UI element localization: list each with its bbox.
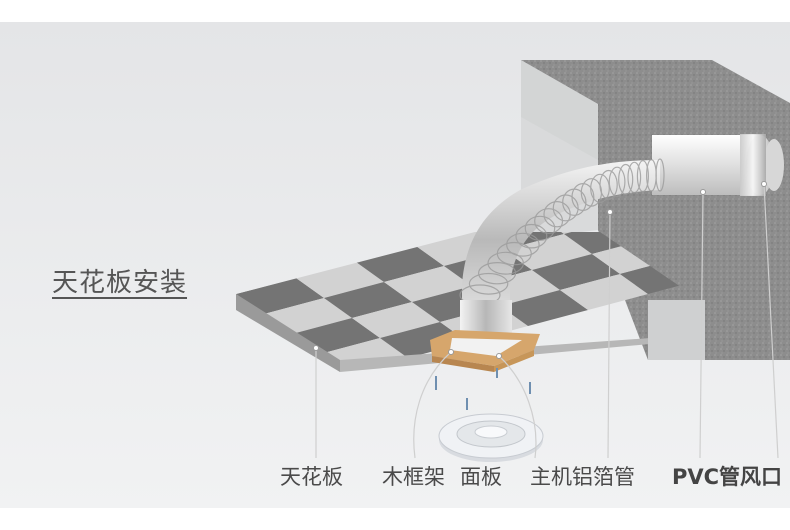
leader-lines	[315, 183, 779, 459]
duct-rib	[478, 262, 517, 285]
wall-side	[648, 300, 705, 360]
ceiling-tile	[264, 298, 352, 334]
ceiling-tile	[352, 302, 440, 338]
aluminum-duct	[459, 158, 665, 336]
ceiling-tile	[296, 262, 384, 298]
label-panel: 面板	[460, 465, 502, 489]
ceiling-tile	[560, 274, 648, 310]
diagram-title: 天花板安装	[52, 268, 188, 298]
ceiling-tile	[356, 246, 444, 282]
duct-rib	[543, 200, 571, 228]
label-aluminum-duct: 主机铝箔管	[530, 465, 635, 489]
ceiling-tile	[324, 282, 412, 318]
duct-rib	[524, 215, 556, 241]
screws	[435, 368, 531, 410]
duct-rib	[534, 208, 564, 234]
vent-panel	[438, 413, 544, 462]
ceiling-tile	[500, 290, 588, 326]
wood-frame	[430, 330, 540, 372]
label-ceiling: 天花板	[280, 465, 343, 489]
duct-rib	[468, 272, 509, 295]
label-wood-frame: 木框架	[382, 465, 445, 489]
ceiling-tile	[380, 322, 468, 358]
duct-rib	[506, 232, 540, 257]
leader-dots	[313, 181, 767, 359]
duct-rib	[552, 194, 579, 222]
duct-rib	[627, 161, 642, 194]
duct-rib	[646, 159, 657, 192]
label-pvc-vent: PVC管风口	[672, 465, 783, 489]
duct-rib	[636, 160, 650, 193]
ceiling-tile	[532, 254, 620, 290]
duct-rib	[487, 251, 525, 275]
duct-rib	[608, 166, 626, 197]
ceiling-tile	[384, 266, 472, 302]
ceiling-tile	[236, 278, 324, 314]
duct-rib	[618, 163, 634, 195]
duct-rib	[515, 223, 548, 249]
